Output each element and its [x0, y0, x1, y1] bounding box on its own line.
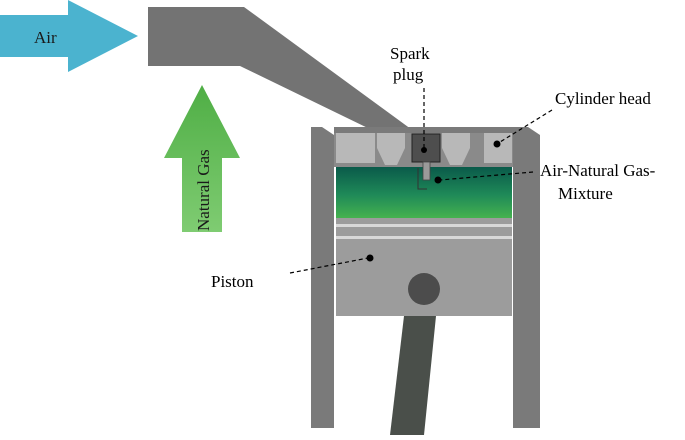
natural-gas-label: Natural Gas	[194, 149, 213, 231]
leader-dots	[366, 140, 501, 262]
spark-plug	[411, 133, 441, 190]
spark-plug-label-line2: plug	[393, 65, 424, 84]
piston-label: Piston	[211, 272, 254, 291]
natural-gas-arrow: Natural Gas	[164, 85, 240, 232]
connecting-rod	[390, 316, 436, 435]
cylinder-head-label: Cylinder head	[555, 89, 651, 108]
cylinder-head	[334, 133, 513, 167]
piston	[336, 218, 512, 316]
leader-lines	[289, 88, 553, 274]
mixture-label-line1: Air-Natural Gas-	[540, 161, 656, 180]
air-arrow: Air	[0, 0, 138, 72]
air-label: Air	[34, 28, 57, 47]
piston-pin	[408, 273, 440, 305]
mixture-label-line2: Mixture	[558, 184, 613, 203]
intake-duct	[148, 7, 415, 132]
spark-plug-label-line1: Spark	[390, 44, 430, 63]
